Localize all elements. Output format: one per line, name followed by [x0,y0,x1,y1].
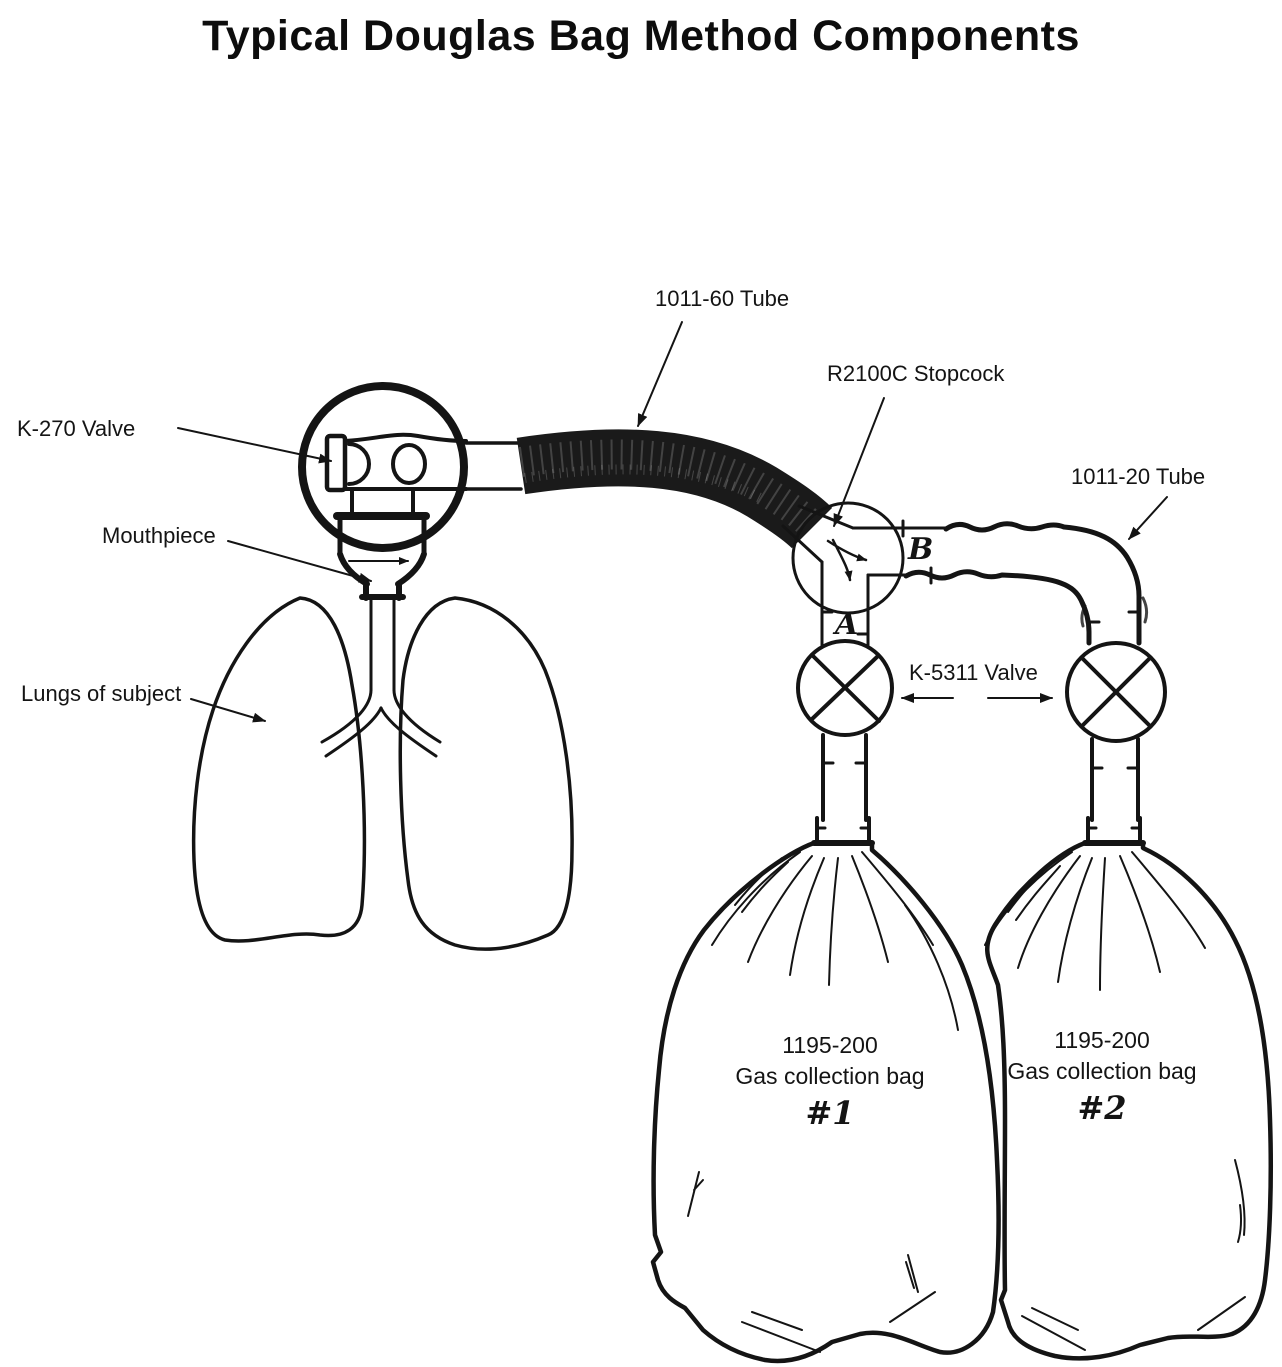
label-stopcock: R2100C Stopcock [827,361,1005,386]
label-k5311-valve: K-5311 Valve [909,660,1038,685]
label-mouthpiece: Mouthpiece [102,523,216,548]
label-port-b: B [908,532,934,567]
bag2-name: Gas collection bag [1007,1058,1197,1085]
k270-valve-drawing [298,382,523,601]
bag-2-drawing [984,840,1274,1361]
label-tube-1011-60: 1011-60 Tube [655,286,790,311]
diagram-title: Typical Douglas Bag Method Components [202,12,1080,60]
leader-tube-1011-20 [1128,496,1168,540]
label-k270-valve: K-270 Valve [17,416,136,441]
lungs-drawing [191,596,574,951]
bag2-model: 1195-200 [1054,1027,1150,1053]
k5311-valve-left-drawing [796,639,894,822]
tube-1011-60-drawing [516,429,833,549]
leader-mouthpiece [227,540,372,583]
bag-necks-drawing [811,816,1146,846]
leader-k270 [177,427,332,464]
label-lungs: Lungs of subject [21,681,182,706]
leader-tube-1011-60 [637,321,683,427]
bag-1-drawing [650,840,1001,1364]
tube-1011-20-drawing [903,521,1149,646]
bag1-name: Gas collection bag [735,1063,925,1090]
leader-stopcock [833,397,885,527]
left-lung-lobe [191,596,367,943]
bag1-label: 1195-200 Gas collection bag #1 [720,1030,940,1135]
bag1-model: 1195-200 [782,1032,878,1058]
label-tube-1011-20: 1011-20 Tube [1071,464,1206,489]
bag1-number: #1 [805,1094,855,1133]
leader-lungs [190,698,266,723]
bag2-number: #2 [1077,1089,1127,1128]
right-lung-lobe [398,596,574,951]
bag2-label: 1195-200 Gas collection bag #2 [992,1025,1212,1130]
leader-arrows [177,321,1168,723]
k5311-valve-right-drawing [1065,641,1167,822]
label-port-a: A [835,607,859,642]
